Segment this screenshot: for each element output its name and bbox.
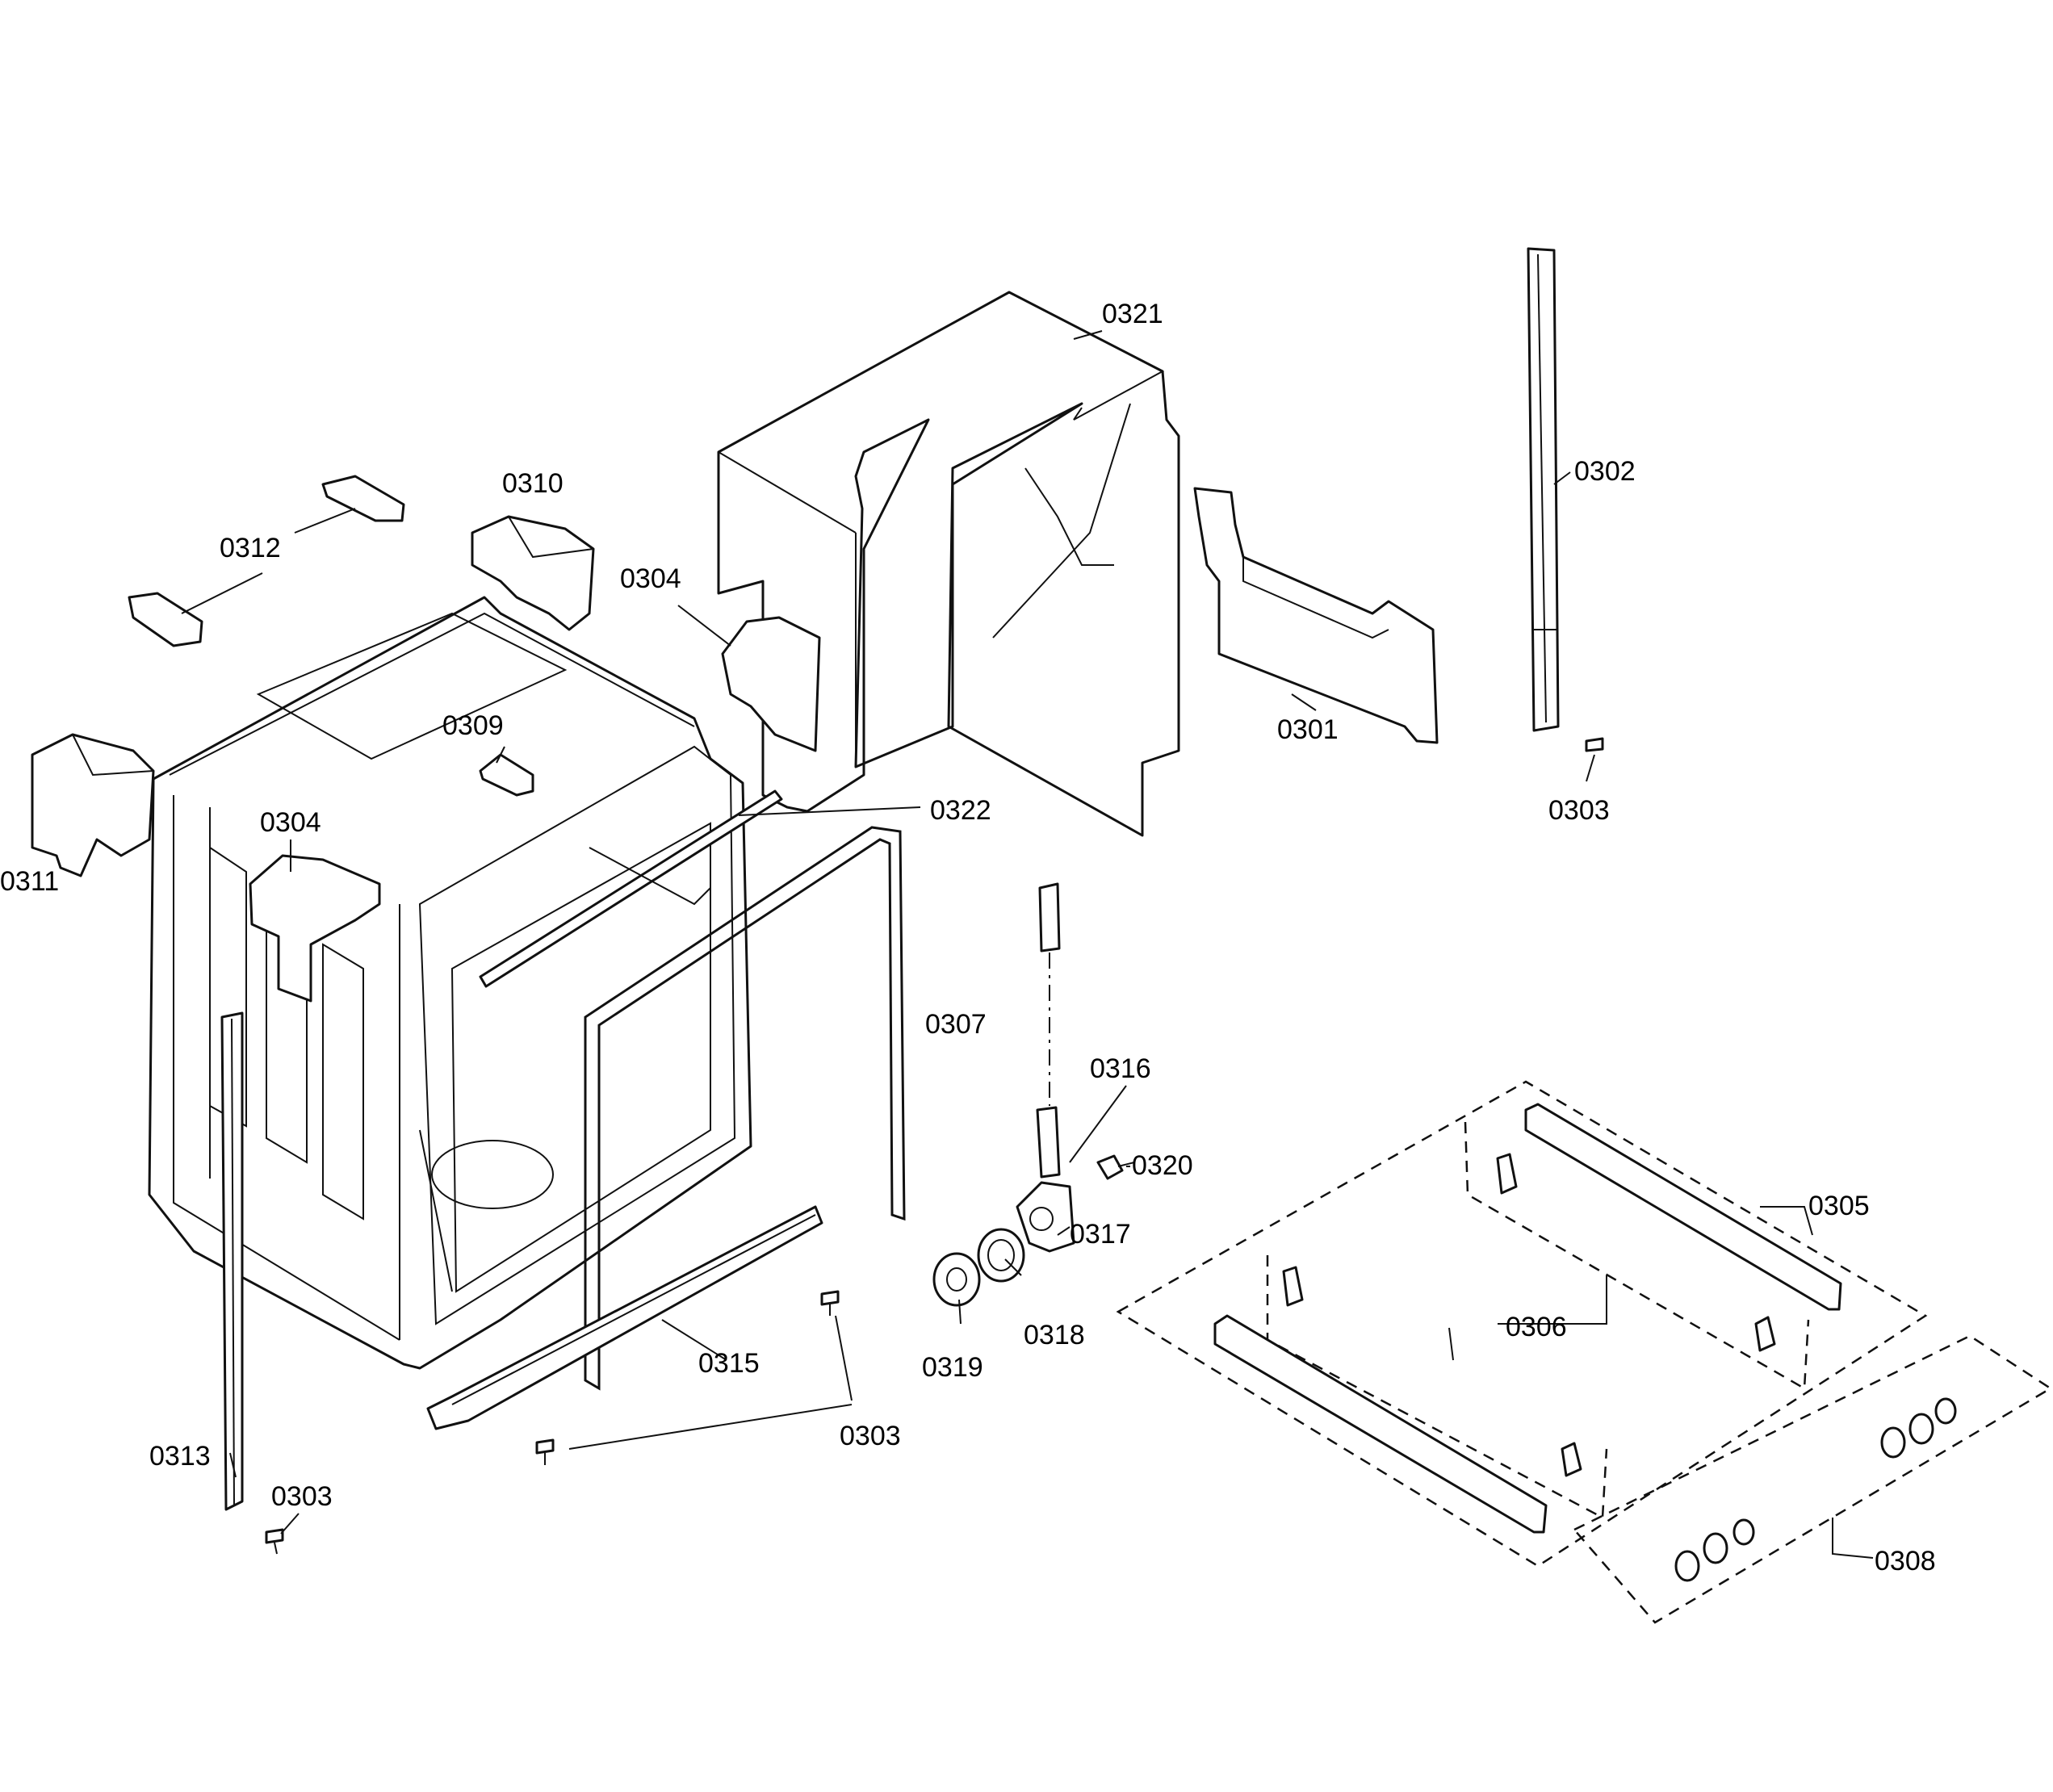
part-0304-hinge-cover-upper [721,616,821,752]
part-0322-top-rail [479,789,783,988]
label-0305: 0305 [1808,1191,1870,1221]
label-0307: 0307 [925,1009,987,1040]
label-0322: 0322 [930,795,991,826]
label-0303-lower-center: 0303 [840,1421,901,1451]
label-0302: 0302 [1574,456,1636,487]
part-0310-hinge-block [471,515,595,631]
part-0301-rear-panel [1193,487,1439,744]
label-0319: 0319 [922,1352,983,1383]
label-0306: 0306 [1506,1312,1567,1342]
part-base-assembly [1116,1080,2053,1624]
label-0309: 0309 [442,710,504,741]
label-0317: 0317 [1070,1219,1131,1250]
label-0304-upper: 0304 [620,563,681,594]
label-0312: 0312 [220,533,281,563]
part-0315-kick-plate [426,1205,823,1430]
part-0311-hinge-block [31,733,155,877]
part-0307-door-gasket [584,826,906,1391]
label-0315: 0315 [698,1348,760,1379]
part-0317-valve [1016,1181,1075,1253]
part-0312-bracket-lower [128,592,203,647]
label-0318: 0318 [1024,1320,1085,1350]
part-labels: 0321 0302 0310 0312 0304 0301 0309 0304 … [0,299,1936,1576]
label-0316: 0316 [1090,1053,1151,1084]
label-0304-lower: 0304 [260,807,321,838]
label-0321: 0321 [1102,299,1163,329]
label-0320: 0320 [1132,1150,1193,1181]
label-0310: 0310 [502,468,564,499]
part-0303-screw-a [1585,737,1604,752]
label-0308: 0308 [1875,1546,1936,1576]
label-0313: 0313 [149,1441,211,1472]
label-0311: 0311 [0,866,59,897]
part-0319-cap [932,1252,981,1307]
part-0302-side-trim [1527,247,1560,732]
part-0321-insulation-cover [717,291,1180,837]
part-0303-screw-d [265,1528,284,1555]
part-0303-screw-b [820,1290,840,1316]
label-0301: 0301 [1277,714,1339,745]
part-0304-hinge-cover-lower [249,854,381,1003]
leader-lines [181,330,1874,1559]
part-0320-screw [1096,1154,1135,1180]
part-0318-ring [977,1228,1025,1283]
part-0312-bracket-upper [321,475,405,522]
label-0303-lower-left: 0303 [271,1481,333,1512]
part-0313-side-strip [220,1011,244,1511]
part-0303-screw-c [535,1438,555,1465]
part-0316-hose [1036,882,1061,1179]
part-tub-body [148,596,752,1370]
label-0303-top-right: 0303 [1548,795,1610,826]
